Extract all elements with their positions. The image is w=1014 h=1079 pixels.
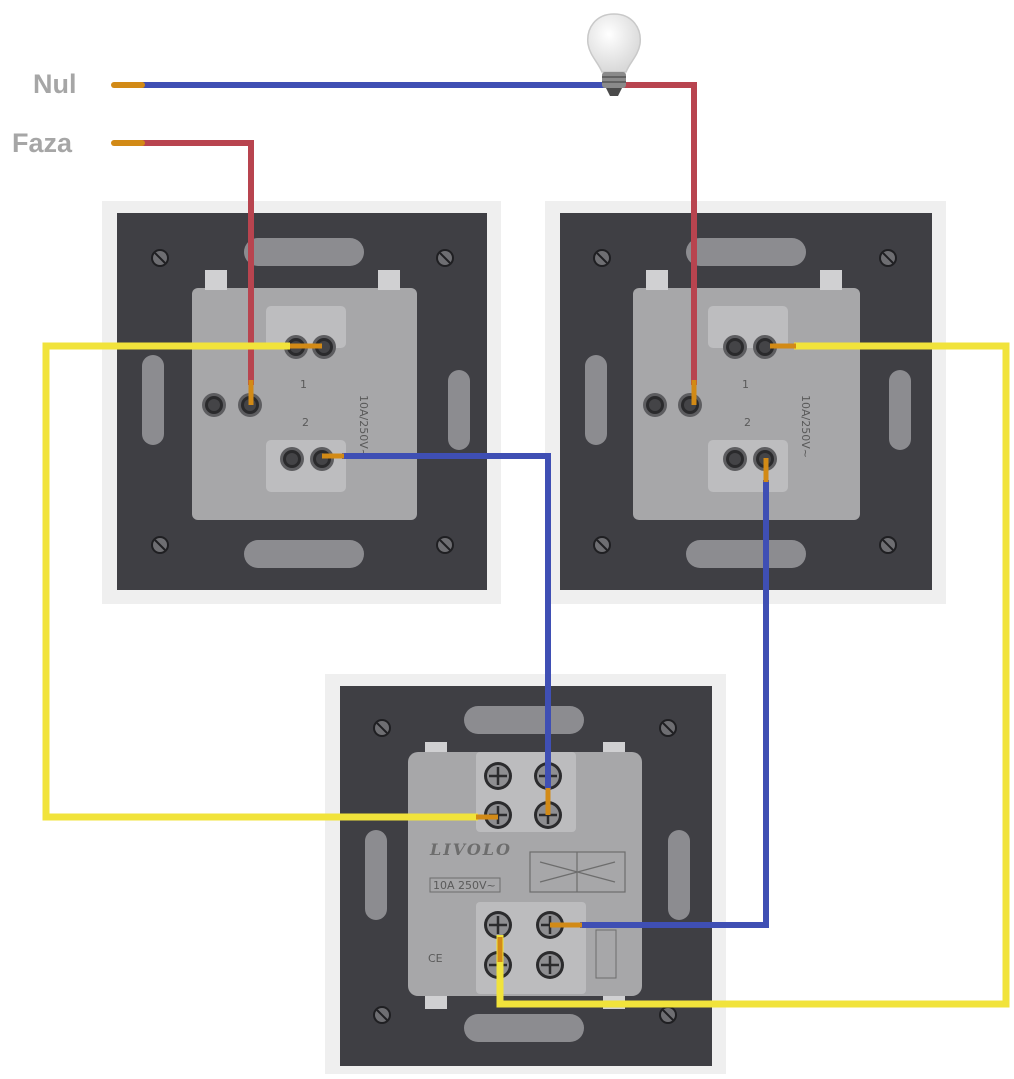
plate-slot xyxy=(585,355,607,445)
rating-label: 10A/250V~ xyxy=(799,395,812,458)
ce-mark-icon: CE xyxy=(428,952,443,965)
screw-icon xyxy=(658,1005,678,1025)
terminal xyxy=(643,393,667,417)
switched-phase-wire xyxy=(622,82,697,385)
contact-label: 2 xyxy=(302,416,309,429)
intermediate-switch: LIVOLO 10A 250V~ CE xyxy=(325,674,726,1074)
terminal xyxy=(678,393,702,417)
switch-left: 1 2 10A/250V~ xyxy=(102,201,501,604)
screw-icon xyxy=(592,248,612,268)
switch-right: 1 2 10A/250V~ xyxy=(545,201,946,604)
screw-icon xyxy=(534,949,566,981)
terminal xyxy=(202,393,226,417)
plate-slot xyxy=(244,238,364,266)
contact-label: 1 xyxy=(742,378,749,391)
plate-slot xyxy=(464,1014,584,1042)
screw-icon xyxy=(435,248,455,268)
brand-logo: LIVOLO xyxy=(429,840,512,859)
plate-slot xyxy=(244,540,364,568)
traveler-wire-yellow-2 xyxy=(496,342,1010,1008)
screw-icon xyxy=(658,718,678,738)
phase-wire xyxy=(140,140,254,385)
rating-label: 10A 250V~ xyxy=(433,879,496,892)
switch-schematic-icon xyxy=(529,851,626,893)
screw-icon xyxy=(435,535,455,555)
screw-icon xyxy=(150,535,170,555)
screw-icon xyxy=(482,760,514,792)
plate-slot xyxy=(142,355,164,445)
screw-icon xyxy=(482,909,514,941)
screw-icon xyxy=(878,248,898,268)
phase-label: Faza xyxy=(12,128,73,158)
plate-slot xyxy=(365,830,387,920)
plate-slot xyxy=(686,540,806,568)
neutral-label: Nul xyxy=(33,69,77,99)
contact-label: 1 xyxy=(300,378,307,391)
traveler-wire-yellow-1 xyxy=(42,342,478,821)
terminal xyxy=(310,447,334,471)
plate-slot xyxy=(464,706,584,734)
terminal xyxy=(723,447,747,471)
screw-icon xyxy=(878,535,898,555)
plate-slot xyxy=(686,238,806,266)
terminal xyxy=(723,335,747,359)
screw-icon xyxy=(372,1005,392,1025)
traveler-wire-blue-2 xyxy=(580,480,769,928)
contact-label: 2 xyxy=(744,416,751,429)
plate-slot xyxy=(668,830,690,920)
traveler-wire-blue-1 xyxy=(342,453,551,790)
light-bulb-icon xyxy=(587,13,641,96)
screw-icon xyxy=(150,248,170,268)
screw-icon xyxy=(372,718,392,738)
wires xyxy=(42,82,1010,1008)
screw-icon xyxy=(592,535,612,555)
terminal xyxy=(280,447,304,471)
rating-label: 10A/250V~ xyxy=(357,395,370,458)
plate-slot xyxy=(448,370,470,450)
plate-slot xyxy=(889,370,911,450)
